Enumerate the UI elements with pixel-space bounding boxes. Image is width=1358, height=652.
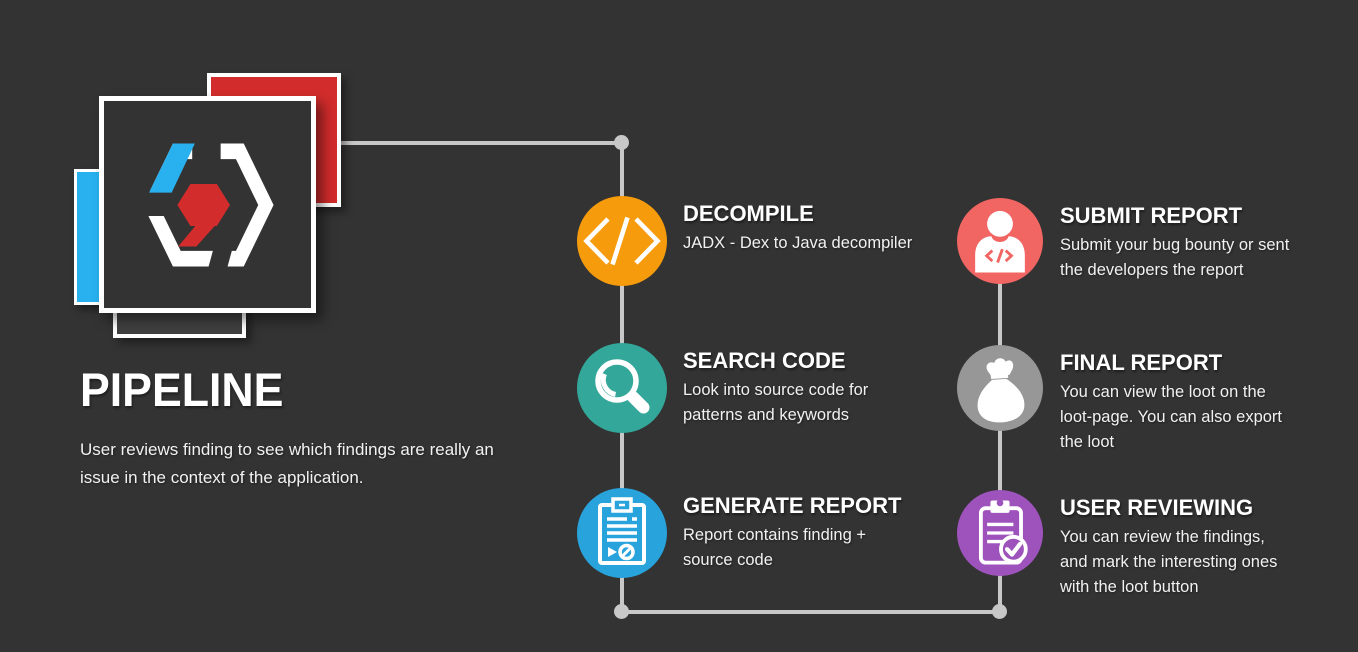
step-submit-report: SUBMIT REPORT Submit your bug bounty or …	[1060, 202, 1320, 283]
developer-person-icon	[975, 210, 1025, 273]
loot-bag-icon	[977, 358, 1025, 423]
step-circle-search-code	[577, 343, 667, 433]
connector-dot-bottom-right	[992, 604, 1007, 619]
code-icon	[583, 216, 661, 266]
clipboard-check-icon	[978, 499, 1028, 565]
step-final-report: FINAL REPORT You can view the loot on th…	[1060, 349, 1320, 455]
step-title: DECOMPILE	[683, 201, 814, 226]
step-description: JADX - Dex to Java decompiler	[683, 234, 913, 252]
step-description: Look into source code for patterns and k…	[683, 381, 869, 424]
connector-logo-horizontal	[339, 141, 624, 145]
step-circle-decompile	[577, 196, 667, 286]
connector-dot-bottom-left	[614, 604, 629, 619]
step-title: USER REVIEWING	[1060, 495, 1254, 520]
step-decompile: DECOMPILE JADX - Dex to Java decompiler	[683, 200, 933, 256]
step-circle-submit-report	[957, 198, 1043, 284]
page-title: PIPELINE	[80, 363, 284, 416]
hexagon-code-logo-icon	[133, 133, 274, 275]
step-description: Report contains finding + source code	[683, 526, 866, 569]
step-search-code: SEARCH CODE Look into source code for pa…	[683, 347, 933, 428]
report-clipboard-icon	[598, 497, 646, 565]
step-title: SUBMIT REPORT	[1060, 203, 1243, 228]
step-description: Submit your bug bounty or sent the devel…	[1060, 236, 1290, 279]
step-user-reviewing: USER REVIEWING You can review the findin…	[1060, 494, 1320, 600]
page-description: User reviews finding to see which findin…	[80, 440, 494, 487]
step-circle-user-reviewing	[957, 490, 1043, 576]
step-description: You can view the loot on the loot-page. …	[1060, 383, 1283, 451]
step-generate-report: GENERATE REPORT Report contains finding …	[683, 492, 933, 573]
magnifier-icon	[595, 359, 650, 414]
step-circle-final-report	[957, 345, 1043, 431]
step-title: FINAL REPORT	[1060, 350, 1223, 375]
step-circle-generate-report	[577, 488, 667, 578]
connector-bottom-horizontal	[622, 610, 1002, 614]
connector-dot-top	[614, 135, 629, 150]
step-title: SEARCH CODE	[683, 348, 846, 373]
step-description: You can review the findings, and mark th…	[1060, 528, 1278, 596]
logo-main-square	[99, 96, 316, 313]
step-title: GENERATE REPORT	[683, 493, 902, 518]
